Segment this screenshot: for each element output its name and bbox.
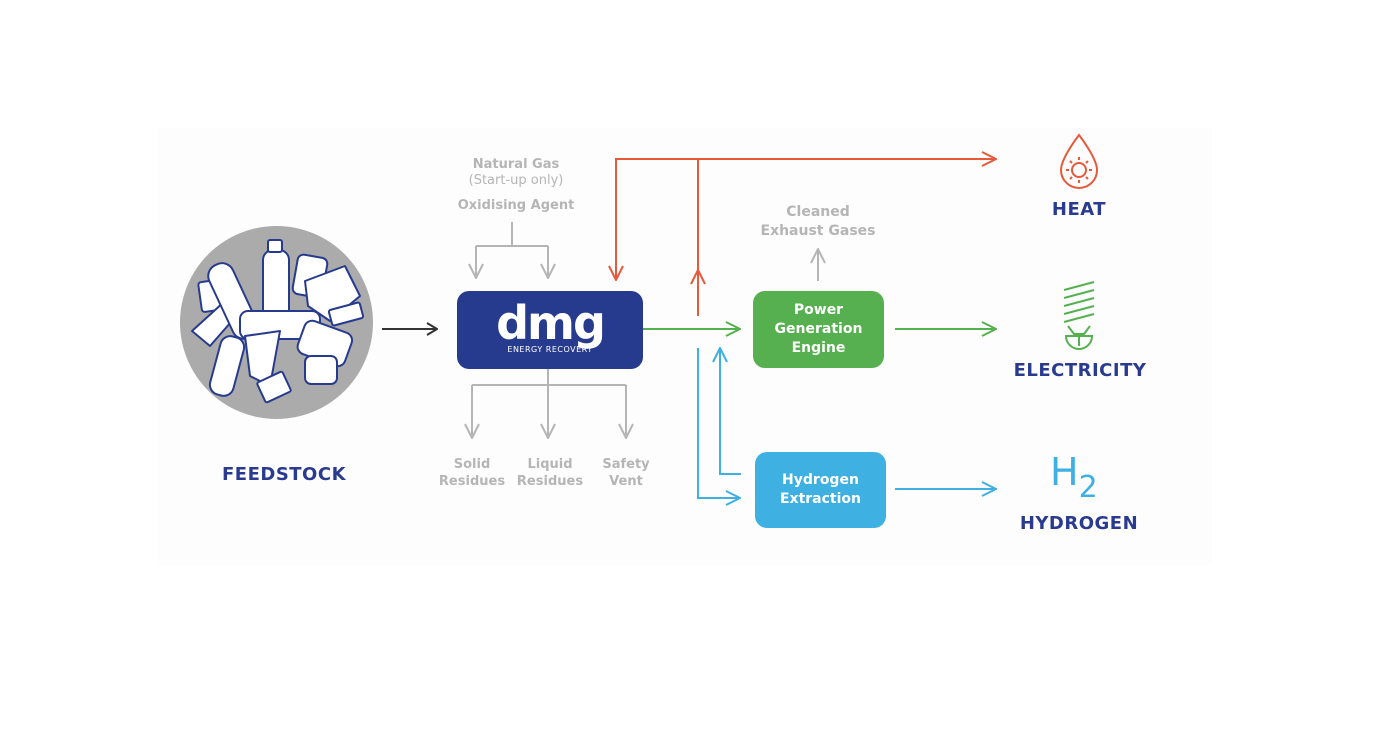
feedstock-label: FEEDSTOCK <box>221 464 347 485</box>
natural-gas-note: (Start-up only) <box>468 173 564 188</box>
liquid-residues-label: Liquid Residues <box>516 457 584 489</box>
hydrogen-label: HYDROGEN <box>1019 513 1139 534</box>
heat-lines <box>616 159 996 316</box>
dmg-subtitle: ENERGY RECOVERY <box>507 345 593 354</box>
electricity-label: ELECTRICITY <box>1013 360 1147 381</box>
heat-label: HEAT <box>1051 199 1107 220</box>
power-generation-engine-box: Power Generation Engine <box>753 291 884 368</box>
dmg-logo: dmg <box>496 296 606 350</box>
heat-drop-icon <box>1059 133 1099 189</box>
feedstock-image <box>180 226 373 419</box>
dmg-energy-recovery-box: dmg ENERGY RECOVERY <box>457 291 643 369</box>
oxidising-agent-label: Oxidising Agent <box>457 198 575 213</box>
input-arrows <box>476 222 548 278</box>
light-bulb-icon <box>1063 281 1095 350</box>
plastic-waste-pile-icon <box>191 239 365 404</box>
hydrogen-extraction-box: Hydrogen Extraction <box>755 452 886 528</box>
hydrogen-lines <box>697 348 996 498</box>
h2-symbol-icon: H2 <box>1050 450 1098 505</box>
residue-arrows <box>472 369 626 438</box>
natural-gas-label: Natural Gas <box>472 157 560 172</box>
solid-residues-label: Solid Residues <box>438 457 506 489</box>
safety-vent-label: Safety Vent <box>602 457 650 489</box>
cleaned-exhaust-label: Cleaned Exhaust Gases <box>760 204 876 239</box>
